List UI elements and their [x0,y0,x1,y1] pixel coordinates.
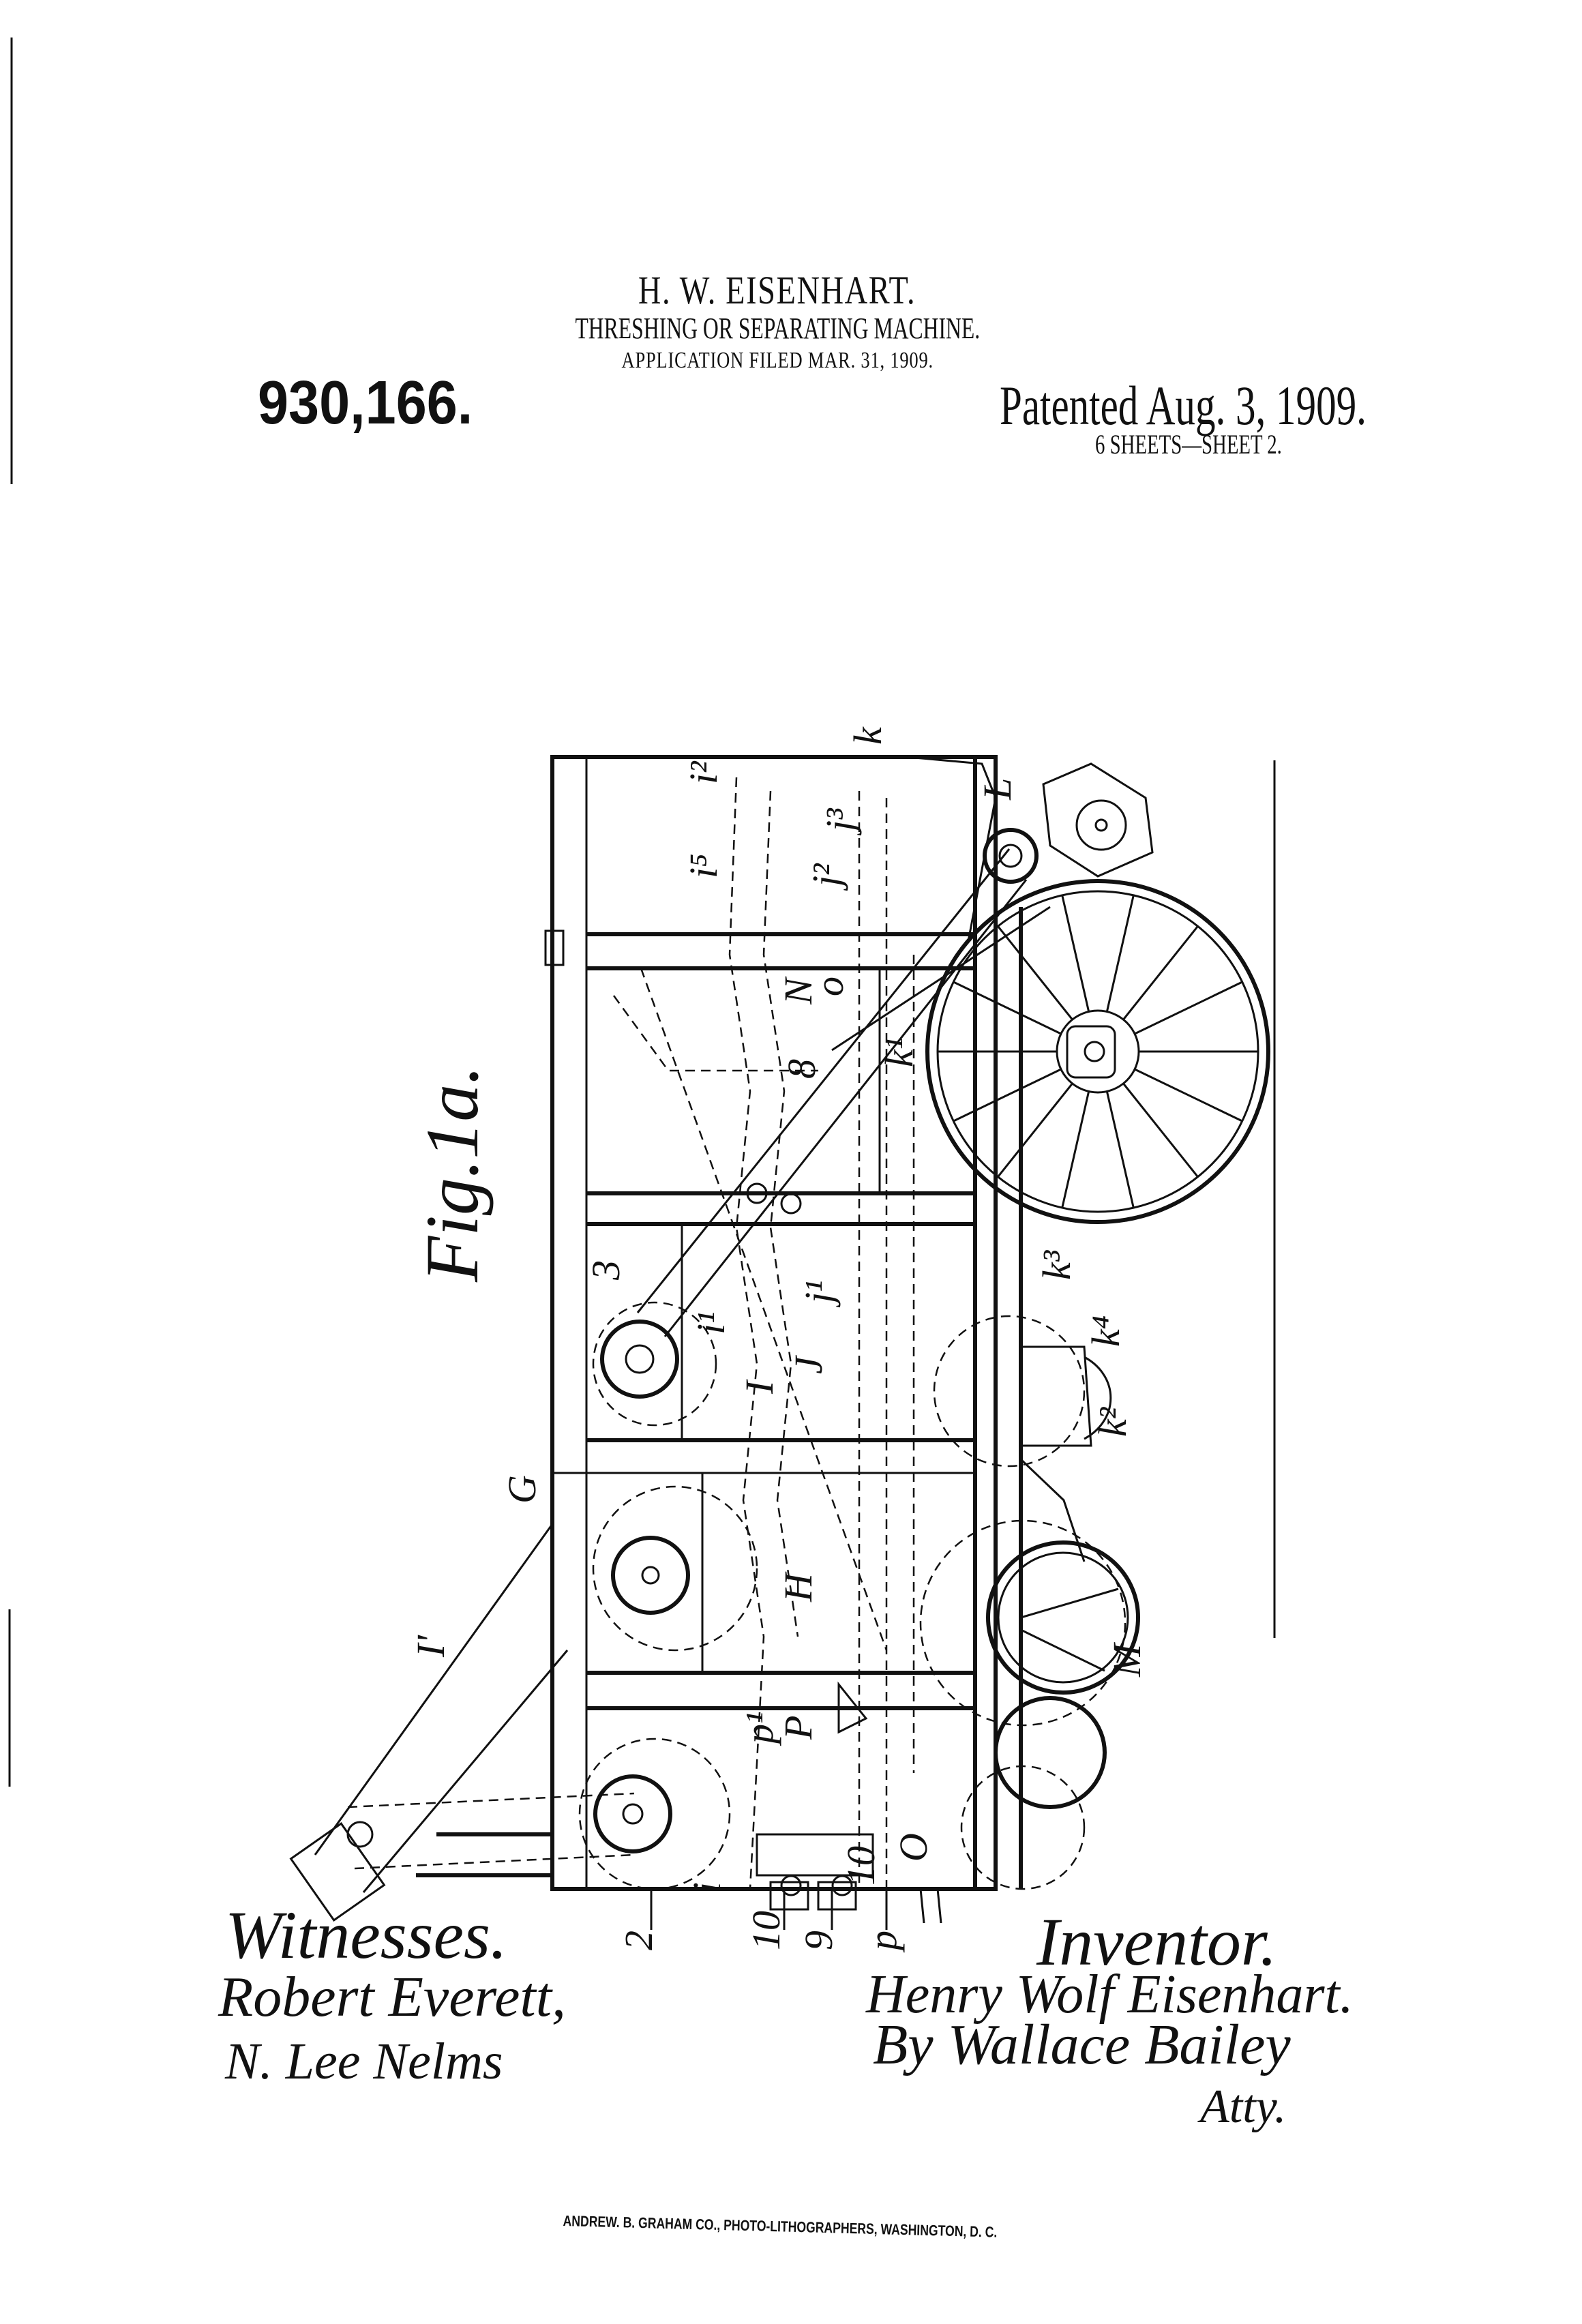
reference-label: k⁴ [1084,1315,1128,1347]
reference-label: i⁵ [681,854,726,878]
wheel-spoke [1123,1084,1197,1177]
reference-label: k¹ [877,1038,921,1067]
reference-label: p [861,1931,905,1953]
witness-signature-1: Robert Everett, [218,1964,566,2030]
reference-label: H [776,1571,820,1603]
reference-label: 3 [584,1260,628,1281]
witness-signature-2: N. Lee Nelms [225,2032,503,2091]
wheel-spoke [1135,1069,1242,1121]
attorney-signature: By Wallace Bailey [873,2012,1291,2078]
wheel-spoke [1062,895,1089,1012]
reference-label: L [975,778,1019,801]
witnesses-heading: Witnesses. [225,1896,507,1974]
wheel-spoke [1135,982,1242,1034]
reference-label: k [846,726,890,745]
sieve-shoe-dashed [580,777,1125,1889]
straw-elevator [291,1524,634,1920]
reference-label: i² [681,760,726,784]
wheel-spoke [998,1084,1072,1177]
reference-label: 2 [616,1931,661,1950]
wheel-spoke [1123,926,1197,1019]
wheel-spoke [953,982,1061,1034]
reference-label: 9 [796,1931,841,1950]
reference-label: i [685,1882,729,1893]
reference-label: I' [408,1635,453,1658]
reference-label: M [1105,1642,1149,1678]
reference-label: J [786,1354,831,1374]
reference-label: p¹ [737,1712,781,1746]
reference-label: j² [804,863,848,891]
reference-label: j³ [818,807,862,836]
reference-label: P [776,1716,820,1740]
reference-label: k² [1090,1406,1135,1437]
reference-label: k³ [1034,1249,1079,1280]
figure-label: Fig.1a. [411,1065,494,1283]
reference-label: 8 [779,1059,824,1079]
wheel-spoke [1107,895,1133,1012]
wheel-spokes [938,895,1258,1208]
reference-label: j¹ [796,1280,841,1308]
reference-label: o [807,977,852,996]
reference-label: G [500,1475,544,1504]
reference-label: 10 [839,1846,883,1886]
wheel-spoke [1062,1091,1089,1208]
wheel-spoke [953,1069,1061,1121]
attorney-suffix: Atty. [1200,2080,1286,2134]
front-cap [907,757,1152,941]
wheel-spoke [1107,1091,1133,1208]
wheel-spoke [998,926,1072,1019]
reference-label: I [737,1379,781,1395]
reference-label: 10 [744,1911,788,1950]
reference-labels: kLi²j³i⁵j²No8k¹3i¹j¹IJk³k⁴k²GI'HMp¹Pi10O… [408,726,1149,1953]
reference-label: i¹ [689,1311,733,1335]
reference-label: O [891,1833,936,1862]
